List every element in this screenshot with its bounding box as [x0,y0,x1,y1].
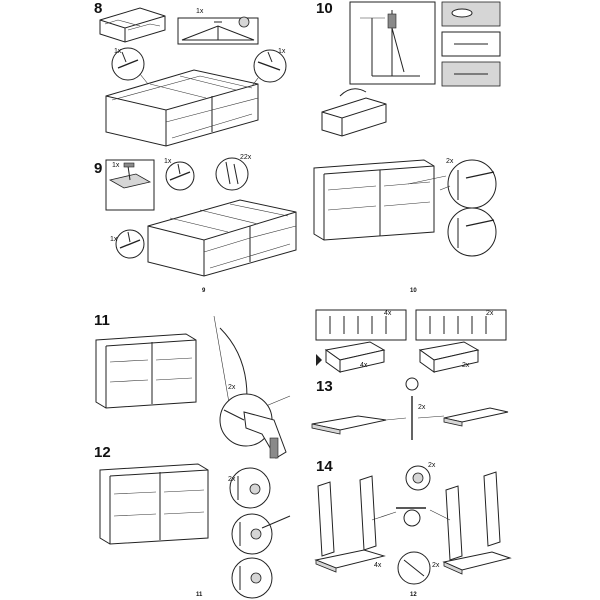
step10-wall-types [441,1,501,87]
step13-drawers [316,341,480,373]
step9-magnifiers [115,157,249,259]
callout-s8-right: 1x [278,48,286,55]
callout-s13-kit-right: 2x [486,310,494,317]
step9-detail-box [105,159,155,211]
step10-tilt-thumbnail [321,88,387,137]
callout-s12: 2x [228,476,236,483]
step13-kit-panels [315,309,507,341]
step-number-8: 8 [94,0,103,17]
callout-s9-b: 1x [164,158,172,165]
step10-cabinet [313,159,447,241]
page-number-12: 12 [410,592,417,598]
step9-box-frame [147,199,297,277]
callout-s11: 2x [228,384,236,391]
page-number-9: 9 [202,288,206,294]
step10-wall-anchor-panel [349,1,436,85]
step-number-9: 9 [94,160,103,177]
callout-s13-drawer-left: 4x [360,362,368,369]
step8-top-magnifier [177,16,259,45]
step14-base [314,549,512,575]
step14-connectors [371,465,451,585]
page-number-10: 10 [410,288,417,294]
nail-icon [267,51,273,63]
step-number-14: 14 [316,458,333,475]
callout-s9-d: 1x [110,236,118,243]
callout-s9-a: 1x [112,162,120,169]
arrow-down-icon [316,354,322,366]
nail-icon [121,51,127,63]
step8-box-frame [105,69,259,147]
callout-s14-bl: 4x [374,562,382,569]
step10-magnifiers [439,159,497,257]
rotate-icon [339,88,367,97]
step-number-11: 11 [94,312,110,329]
callout-s10: 2x [446,158,454,165]
callout-s14-br: 2x [432,562,440,569]
step12-cabinet [99,463,209,545]
callout-s14-top: 2x [428,462,436,469]
step8-left-magnifier [111,47,149,85]
step-number-13: 13 [316,378,333,395]
drill-icon [223,409,245,421]
page-number-11: 11 [196,592,203,598]
callout-s9-c: 22x [240,154,252,161]
callout-s13-kit-left: 4x [384,310,392,317]
wall-anchor-icon [387,13,397,29]
step-number-10: 10 [316,0,333,17]
step11-drill-magnifier [219,393,287,459]
step-number-12: 12 [94,444,111,461]
magnifier-icon [238,16,250,28]
screwdriver-icon [261,515,291,529]
hammer-icon [127,165,131,181]
callout-s13: 2x [418,404,426,411]
rotate-icon [403,509,421,527]
step8-thumbnail [99,7,166,43]
step12-magnifiers [229,467,291,599]
step11-cabinet [95,333,197,409]
step13-assembly [311,377,509,440]
step14-side-panels [317,471,501,561]
callout-s8-top: 1x [196,8,204,15]
callout-s8-left: 1x [114,48,122,55]
step8-right-magnifier [251,49,287,87]
callout-s13-drawer-right: 2x [462,362,470,369]
rotate-icon [405,377,419,391]
